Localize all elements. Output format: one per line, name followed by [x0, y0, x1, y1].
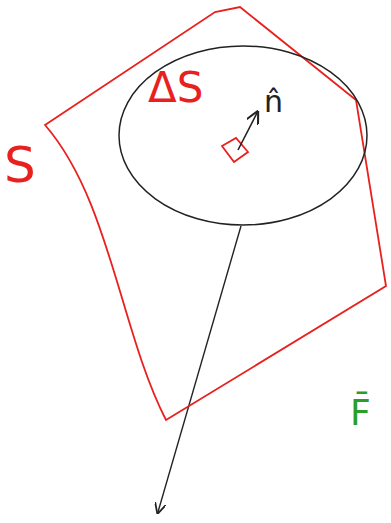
field-label: F̄	[350, 395, 371, 431]
surface-patch	[222, 138, 248, 162]
surface-outline	[45, 7, 386, 420]
element-label: ΔS	[148, 67, 203, 109]
pointer-arrow	[158, 226, 241, 512]
normal-vector	[238, 113, 257, 150]
normal-label: n̂	[264, 87, 283, 117]
surface-label: S	[4, 140, 36, 190]
element-ellipse	[119, 46, 367, 225]
surface-region-shape	[0, 0, 391, 430]
surface-region: S ΔS n̂	[0, 0, 391, 430]
area-element: ΔS n̂	[118, 45, 368, 226]
